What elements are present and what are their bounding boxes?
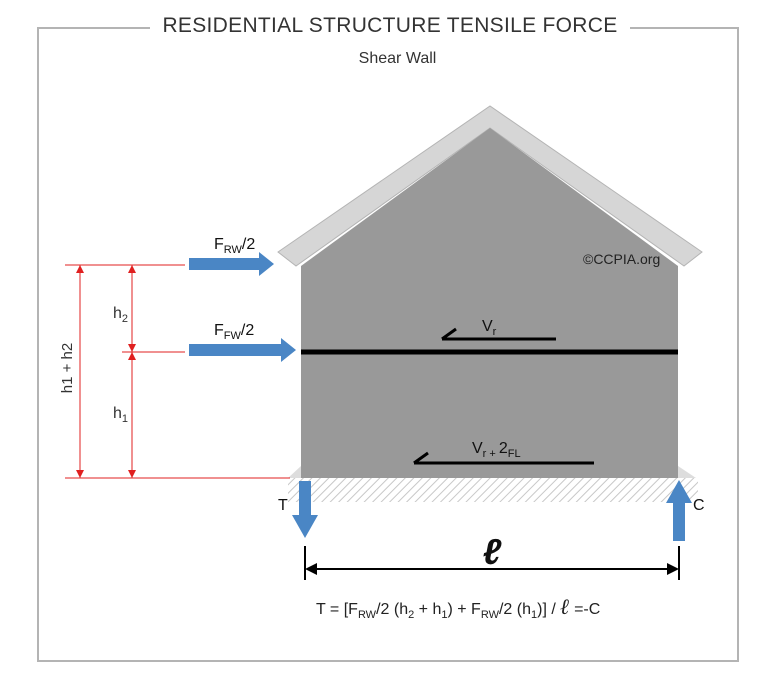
f-end: =-C <box>570 601 601 618</box>
tension-formula: T = [FRW/2 (h2 + h1) + FRW/2 (h1)] / ℓ =… <box>316 594 600 621</box>
f-sub-c: 1 <box>531 609 537 621</box>
height-dimension-lines <box>65 264 290 479</box>
f-lead: T = [F <box>316 601 358 618</box>
roof-force-arrow <box>189 252 274 276</box>
roof-trim <box>277 105 703 267</box>
shear-arrow-lower <box>413 451 594 465</box>
tension-arrow <box>292 481 318 538</box>
h2-label: h2 <box>113 305 128 325</box>
floor-force-arrow <box>189 338 296 362</box>
frw-tail: /2 <box>242 236 255 253</box>
roof-force-label: FRW/2 <box>214 236 255 256</box>
f-mid2: + h <box>414 601 441 618</box>
frw-main: F <box>214 236 224 253</box>
length-dimension-arrowheads <box>305 563 679 575</box>
f-sub2: RW <box>481 609 500 621</box>
shear-arrow-upper <box>441 327 556 341</box>
ffw-tail: /2 <box>241 322 254 339</box>
vr-main: V <box>482 318 493 335</box>
title-text: RESIDENTIAL STRUCTURE TENSILE FORCE <box>150 14 630 37</box>
h2-sub: 2 <box>122 313 128 325</box>
length-label: ℓ <box>483 531 502 572</box>
shear-label-upper: Vr <box>482 318 497 338</box>
vrfl-sub: r + <box>483 448 499 460</box>
f-ell: ℓ <box>560 594 569 620</box>
foundation-left-wedge <box>288 466 301 478</box>
f-mid3: ) + F <box>447 601 481 618</box>
frw-sub: RW <box>224 244 243 256</box>
vrfl-sub2: FL <box>508 448 521 460</box>
diagram-title: RESIDENTIAL STRUCTURE TENSILE FORCE <box>0 14 780 38</box>
compression-arrow <box>666 480 692 541</box>
height-dimension-arrowheads <box>76 265 136 478</box>
foundation-right-wedge <box>678 466 696 478</box>
diagram-subtitle: Shear Wall <box>358 50 437 67</box>
vr-sub: r <box>493 326 497 338</box>
f-mid5: )] / <box>537 601 560 618</box>
f-mid4: /2 (h <box>499 601 531 618</box>
length-dimension <box>304 546 680 580</box>
ffw-sub: FW <box>224 330 242 342</box>
h1-label: h1 <box>113 405 128 425</box>
h-total-label: h1 + h2 <box>59 343 76 393</box>
vrfl-tail: 2 <box>499 440 508 457</box>
shear-wall <box>301 128 678 478</box>
h1-sub: 1 <box>122 413 128 425</box>
floor-force-label: FFW/2 <box>214 322 254 342</box>
f-sub-a: 2 <box>408 609 414 621</box>
copyright-label: ©CCPIA.org <box>583 251 660 267</box>
vrfl-main: V <box>472 440 483 457</box>
ffw-main: F <box>214 322 224 339</box>
tension-label: T <box>278 497 288 514</box>
h2-main: h <box>113 305 122 322</box>
f-sub1: RW <box>358 609 377 621</box>
shear-label-lower: Vr + 2FL <box>472 440 521 460</box>
f-mid1: /2 (h <box>376 601 408 618</box>
h1-main: h <box>113 405 122 422</box>
f-sub-b: 1 <box>441 609 447 621</box>
ground-hatch <box>288 478 698 502</box>
compression-label: C <box>693 497 705 514</box>
